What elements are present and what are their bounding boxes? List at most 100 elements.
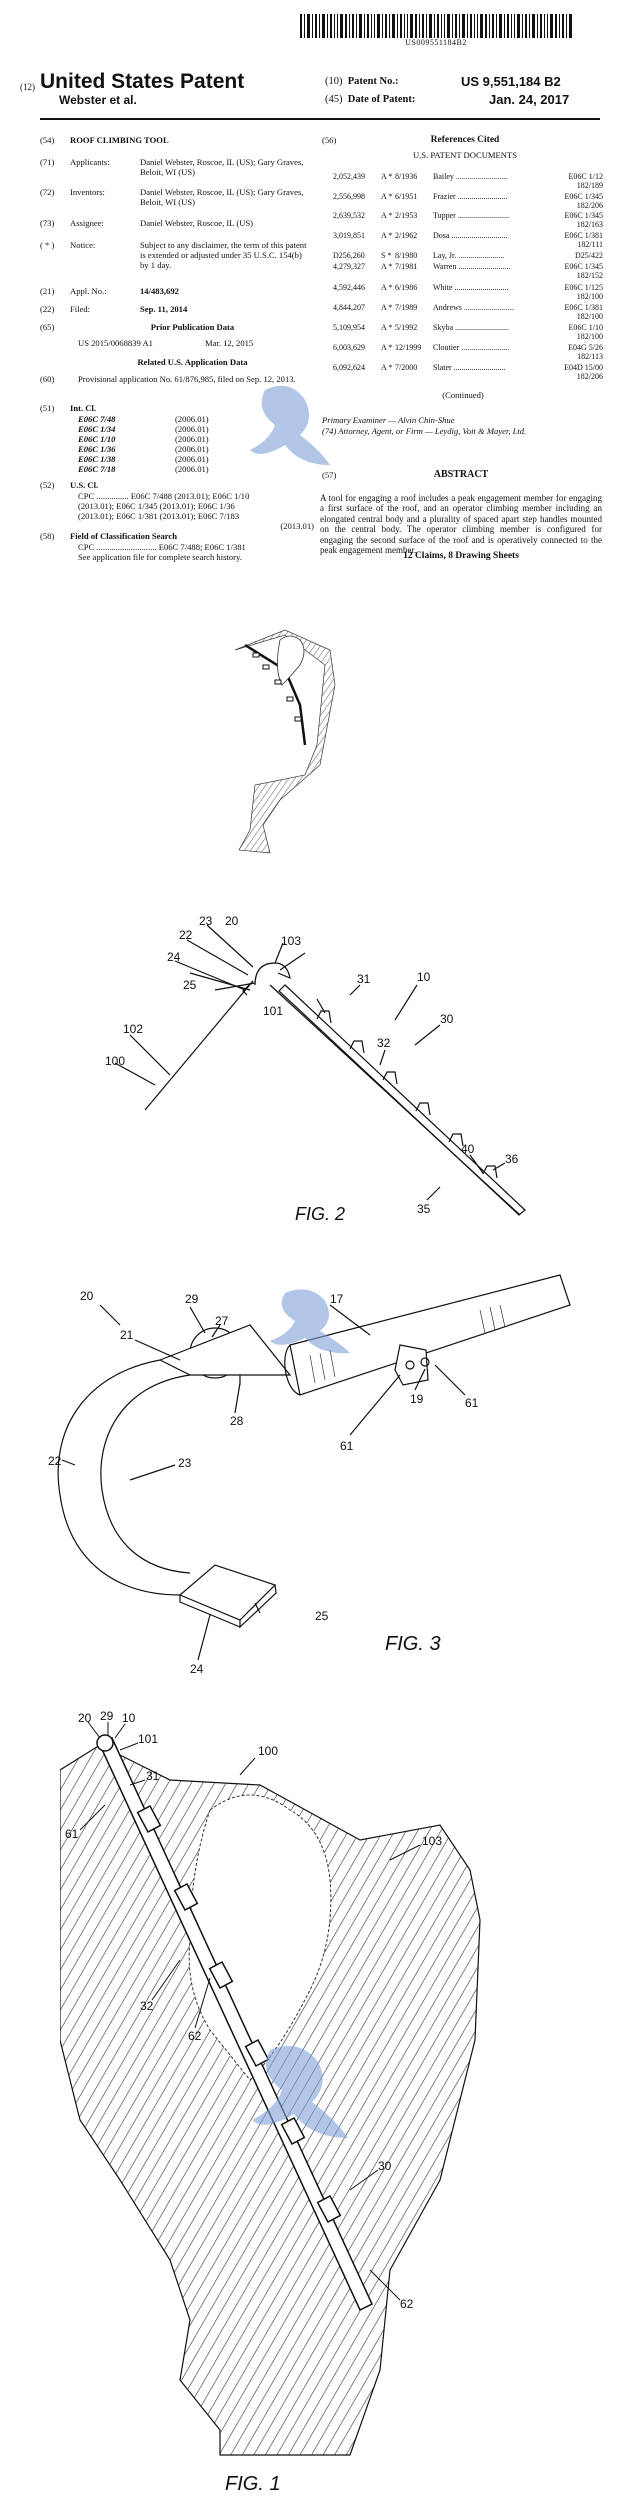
- code-58: (58): [40, 531, 55, 541]
- ref-class: E04G 5/26: [568, 343, 603, 352]
- ref-kind: A *: [381, 231, 393, 240]
- fig2-label-36: 36: [505, 1152, 519, 1166]
- cpc-line: (2013.01); E06C 1/345 (2013.01); E06C 1/…: [78, 501, 235, 511]
- ref-kind: A *: [381, 303, 393, 312]
- patent-date: Jan. 24, 2017: [489, 92, 570, 107]
- ref-kind: A *: [381, 172, 393, 181]
- fig2-label-23: 23: [199, 915, 213, 928]
- invention-title: ROOF CLIMBING TOOL: [70, 135, 169, 145]
- int-cl-class: E06C 1/38: [78, 454, 116, 464]
- fig2-label-31: 31: [357, 972, 371, 986]
- ref-inventor: Lay, Jr. .......................: [433, 251, 505, 260]
- ref-kind: A *: [381, 192, 393, 201]
- code-60: (60): [40, 374, 55, 384]
- hook-outer: [57, 1359, 181, 1596]
- ref-number: 6,003,629: [333, 343, 365, 352]
- ref-inventor: Dosa ............................: [433, 231, 508, 240]
- watermark-mascot-icon: [270, 1289, 350, 1354]
- ref-class: E06C 1/381: [564, 231, 603, 240]
- references-heading: References Cited: [430, 135, 500, 145]
- ref-class: E06C 1/381: [564, 303, 603, 312]
- ref-inventor: Tupper ..........................: [433, 211, 510, 220]
- fig3-label-61a: 61: [340, 1439, 354, 1453]
- int-cl-class: E06C 7/48: [78, 414, 116, 424]
- ref-inventor: White ...........................: [433, 283, 509, 292]
- int-cl-year: (2006.01): [175, 454, 209, 464]
- notice-code: ( * ): [40, 240, 55, 250]
- ref-inventor: Slater ..........................: [433, 363, 506, 372]
- code-56: (56): [322, 135, 337, 145]
- barcode: [300, 14, 572, 38]
- watermark-mascot-icon: [250, 385, 330, 465]
- ref-inventor: Andrews .........................: [433, 303, 514, 312]
- code-52: (52): [40, 480, 55, 490]
- ref-class-secondary: 182/152: [576, 271, 603, 280]
- fig1-label-103: 103: [422, 1834, 442, 1848]
- fig1-label-29: 29: [100, 1710, 114, 1723]
- patent-number: US 9,551,184 B2: [461, 74, 561, 89]
- fig2-label-40: 40: [461, 1142, 475, 1156]
- int-cl-year: (2006.01): [175, 444, 209, 454]
- cpc-line: (2013.01): [280, 521, 314, 531]
- patent-number-line: (10) Patent No.: US 9,551,184 B2: [325, 74, 561, 89]
- int-cl-class: E06C 1/10: [78, 434, 116, 444]
- ref-kind: A *: [381, 283, 393, 292]
- code-51: (51): [40, 403, 55, 413]
- code-65: (65): [40, 322, 55, 332]
- ref-number: 2,556,998: [333, 192, 365, 201]
- ref-date: 7/1981: [395, 262, 418, 271]
- ref-number: 2,639,532: [333, 211, 365, 220]
- assignee-label: Assignee:: [70, 218, 104, 228]
- fig2-label-22: 22: [179, 928, 193, 942]
- ref-class-secondary: 182/100: [576, 312, 603, 321]
- provisional-text: Provisional application No. 61/876,985, …: [78, 374, 296, 384]
- ref-kind: A *: [381, 343, 393, 352]
- ref-kind: A *: [381, 211, 393, 220]
- appl-no-value: 14/483,692: [140, 286, 179, 296]
- ref-date: 8/1936: [395, 172, 418, 181]
- filed-label: Filed:: [70, 304, 91, 314]
- references-continued: (Continued): [442, 390, 484, 400]
- inventors-label: Inventors:: [70, 187, 105, 197]
- notice-label: Notice:: [70, 240, 96, 250]
- fig3-label-29: 29: [185, 1292, 199, 1306]
- ref-number: 2,052,439: [333, 172, 365, 181]
- code-54: (54): [40, 135, 55, 145]
- int-cl-year: (2006.01): [175, 414, 209, 424]
- ref-class-secondary: 182/100: [576, 332, 603, 341]
- ref-number: 4,844,207: [333, 303, 365, 312]
- code-22: (22): [40, 304, 55, 314]
- fig3-label-61b: 61: [465, 1396, 479, 1410]
- fig3-label-28: 28: [230, 1414, 244, 1428]
- prior-pub-date: Mar. 12, 2015: [205, 338, 254, 348]
- ref-number: 6,092,624: [333, 363, 365, 372]
- ref-class-secondary: 182/111: [577, 240, 603, 249]
- int-cl-year: (2006.01): [175, 424, 209, 434]
- fig1-caption: FIG. 1: [225, 2473, 281, 2495]
- ref-date: 2/1953: [395, 211, 418, 220]
- ref-number: 4,592,446: [333, 283, 365, 292]
- roof-surface-102: [144, 980, 254, 1111]
- primary-examiner: Primary Examiner — Alvin Chin-Shue: [322, 415, 455, 425]
- applicants-value: Daniel Webster, Roscoe, IL (US); Gary Gr…: [140, 157, 304, 177]
- fig2-label-35: 35: [417, 1202, 431, 1216]
- ref-number: 4,279,327: [333, 262, 365, 271]
- ref-date: 12/1999: [395, 343, 422, 352]
- ref-date: 7/2000: [395, 363, 418, 372]
- cpc-line: CPC ............... E06C 7/488 (2013.01)…: [78, 491, 250, 501]
- fig3-caption: FIG. 3: [385, 1633, 441, 1655]
- fig2-label-30: 30: [440, 1012, 454, 1026]
- field-search-label: Field of Classification Search: [70, 531, 178, 541]
- ref-date: 5/1992: [395, 323, 418, 332]
- step-handles: [136, 1804, 342, 2224]
- applicants-label: Applicants:: [70, 157, 110, 167]
- related-heading: Related U.S. Application Data: [137, 357, 248, 367]
- ref-class: E06C 1/345: [564, 262, 603, 271]
- operator-climbing-member: [278, 984, 526, 1216]
- notice-text: Subject to any disclaimer, the term of t…: [140, 240, 307, 270]
- fig1-label-61: 61: [65, 1827, 79, 1841]
- fig2-caption: FIG. 2: [295, 1204, 345, 1224]
